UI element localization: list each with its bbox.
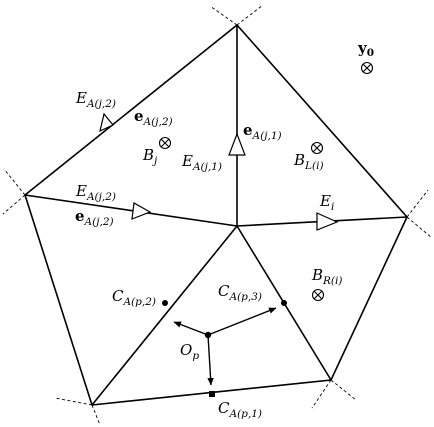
edge-top-left [24,24,238,196]
label-y0: y0 [357,39,374,59]
label-bri: BR(i) [311,266,343,287]
point-op [204,331,212,339]
label-cap3: CA(p,3) [218,282,262,303]
label-evec-aj2-mid: eA(j,2) [75,207,114,228]
labels: y0 EA(j,2) eA(j,2) Bj eA(j,1) EA(j,1) BL… [75,39,374,420]
point-cap1 [209,391,215,397]
points [162,300,287,397]
label-bli: BL(i) [293,151,324,172]
arrow-op-to-cap2 [173,321,209,336]
arrow-op-to-cap3 [207,307,277,336]
otimes-bj [158,136,172,150]
otimes-bli [310,141,324,155]
op-vectors [173,307,277,386]
triangle-marker-mid-left [131,202,152,220]
label-cap2: CA(p,2) [112,287,156,308]
triangle-marker-vertical [228,132,246,156]
label-e-aj1: EA(j,1) [181,152,222,173]
label-op: Op [180,341,199,362]
triangle-marker-right [316,212,339,231]
edge-top-right [236,24,408,218]
edge-center-bottomleft [91,225,238,406]
label-evec-aj2-top: eA(j,2) [134,107,173,128]
label-e-aj2-top: EA(j,2) [75,89,116,110]
point-cap2 [162,300,168,306]
otimes-bri [311,288,325,302]
label-cap1: CA(p,1) [218,399,262,420]
otimes-y0 [360,61,374,75]
label-e-aj2-mid: EA(j,2) [75,182,116,203]
edge-left-bottom [24,194,93,406]
edge-direction-markers [99,112,339,231]
label-evec-aj1: eA(j,1) [243,121,282,142]
label-ei: Ei [319,192,334,213]
point-cap3 [281,300,287,306]
edge-right-bottomright [330,216,408,381]
label-bj: Bj [142,146,158,167]
otimes-markers [158,61,374,302]
edge-left-center [24,194,238,227]
arrow-op-to-cap1 [207,334,214,386]
dashed-extensions [2,4,433,426]
triangle-marker-top-left [99,112,114,133]
